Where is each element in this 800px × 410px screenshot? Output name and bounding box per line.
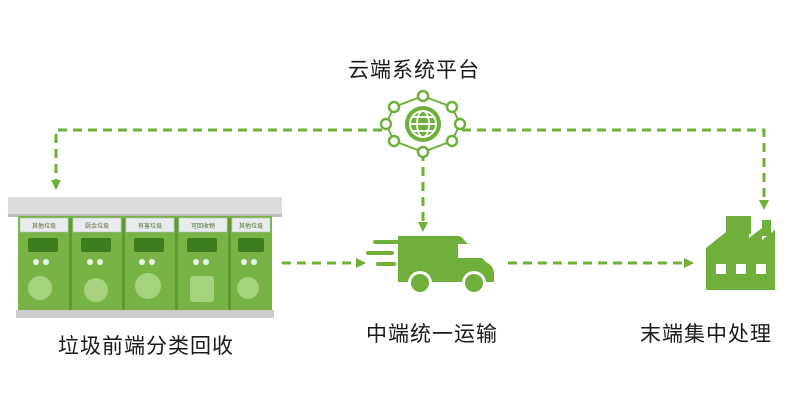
cloud-to-front-connector: [51, 128, 382, 190]
station-panel-label: 可回收物: [191, 222, 215, 230]
cloud-to-end-connector: [462, 128, 769, 210]
station-panel-label: 有害垃圾: [138, 222, 162, 230]
station-panel-label: 其他垃圾: [239, 222, 263, 230]
factory-icon: [706, 216, 775, 290]
end-processing-label: 末端集中处理: [640, 322, 772, 346]
station-panel-label: 其他垃圾: [32, 222, 56, 230]
delivery-truck-icon: [366, 236, 494, 295]
cloud-platform-label: 云端系统平台: [348, 58, 480, 82]
station-panel-label: 厨余垃圾: [85, 222, 109, 230]
network-globe-icon: [379, 89, 467, 159]
front-recycling-label: 垃圾前端分类回收: [58, 334, 234, 358]
transport-label: 中端统一运输: [366, 322, 498, 346]
recycling-station-icon: 其他垃圾 厨余垃圾 有害垃圾 可回收物 其他垃圾: [8, 197, 282, 318]
